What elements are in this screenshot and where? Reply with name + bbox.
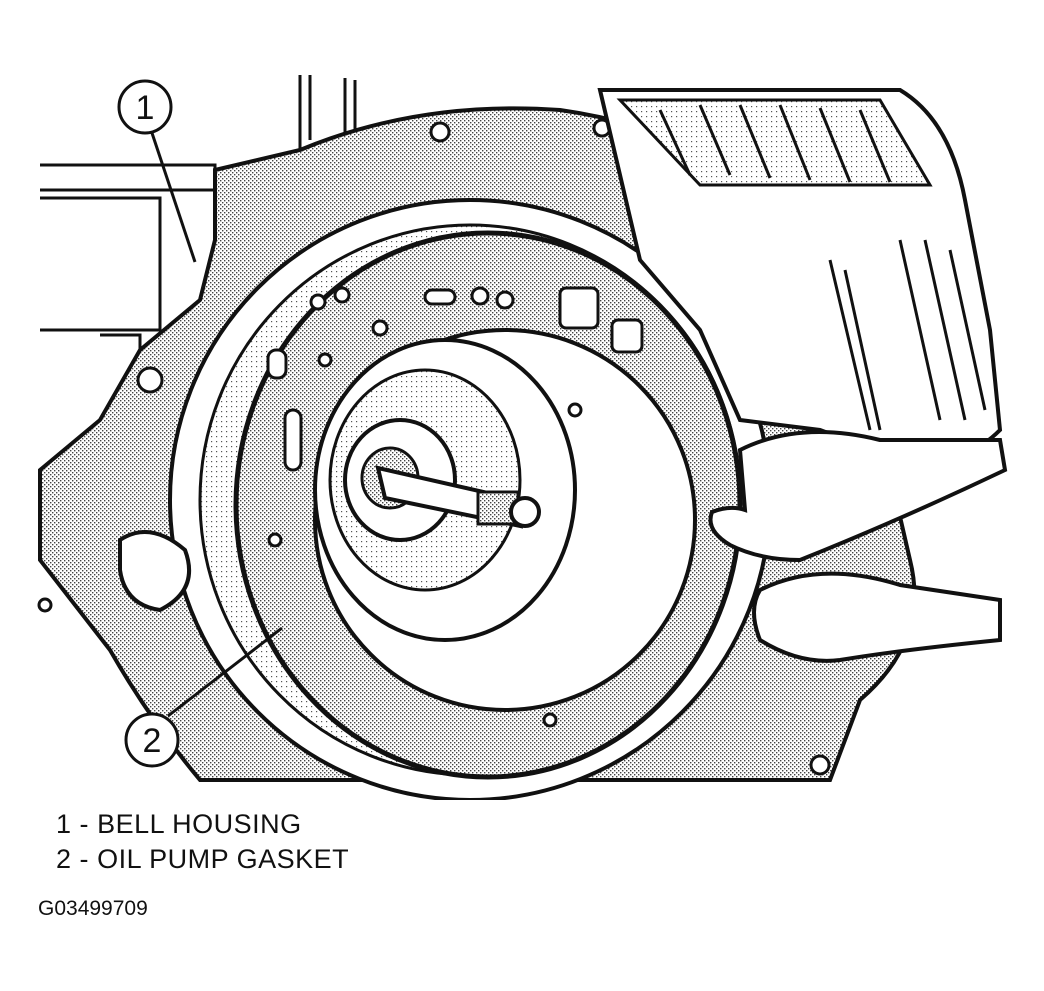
figure-code: G03499709 [38, 897, 148, 920]
hands [708, 430, 1008, 663]
callout-2-number: 2 [143, 722, 162, 760]
callout-2: 2 [124, 626, 283, 768]
legend-separator: - [79, 809, 90, 839]
legend-separator: - [79, 844, 90, 874]
transmission-illustration: 1 2 [37, 75, 1008, 800]
pump-hub [313, 338, 577, 642]
legend-item-bell-housing: 1 - BELL HOUSING [56, 809, 302, 840]
callout-1: 1 [117, 79, 197, 263]
legend-label: OIL PUMP GASKET [97, 844, 350, 874]
legend-number: 2 [56, 844, 72, 874]
legend-number: 1 [56, 809, 72, 839]
callout-1-number: 1 [136, 89, 155, 127]
transmission-case [597, 88, 1003, 464]
legend-item-oil-pump-gasket: 2 - OIL PUMP GASKET [56, 844, 349, 875]
legend-label: BELL HOUSING [97, 809, 302, 839]
